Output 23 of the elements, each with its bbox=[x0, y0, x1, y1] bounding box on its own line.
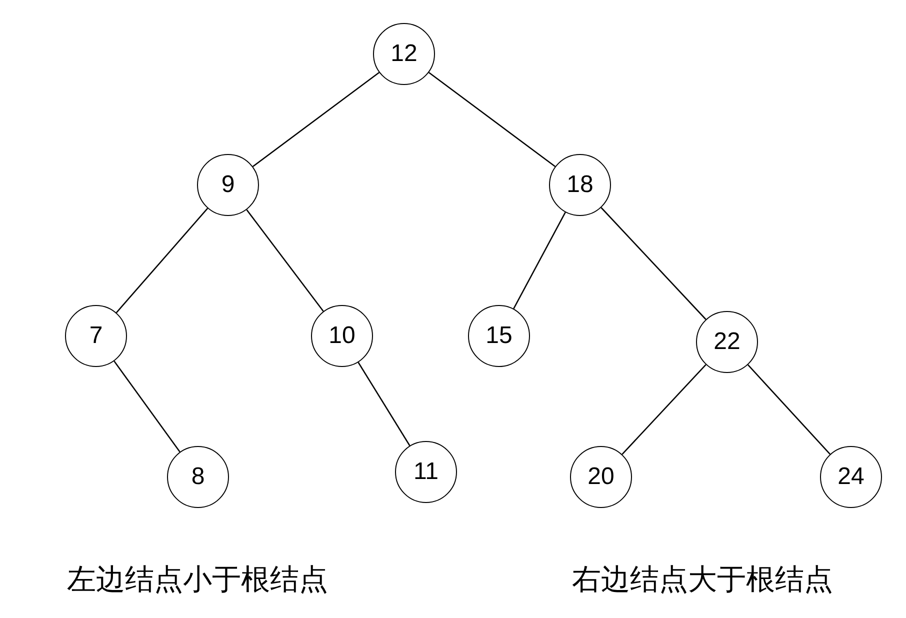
tree-edge bbox=[513, 212, 566, 309]
tree-edge bbox=[252, 72, 380, 168]
tree-node-circle: 12 bbox=[373, 23, 435, 85]
caption-text: 左边结点小于根结点 bbox=[67, 561, 328, 598]
tree-edge bbox=[428, 72, 556, 168]
tree-edge bbox=[748, 364, 830, 455]
tree-node-circle: 24 bbox=[820, 446, 882, 508]
tree-edge bbox=[246, 209, 324, 312]
tree-node-circle: 20 bbox=[570, 446, 632, 508]
tree-edge bbox=[114, 360, 180, 452]
tree-node-circle: 22 bbox=[696, 311, 758, 373]
tree-node-circle: 7 bbox=[65, 305, 127, 367]
tree-node-circle: 9 bbox=[197, 154, 259, 216]
tree-edge bbox=[622, 364, 706, 455]
tree-edge bbox=[358, 362, 410, 446]
tree-node-circle: 10 bbox=[311, 305, 373, 367]
tree-edge bbox=[116, 208, 208, 314]
tree-node-circle: 11 bbox=[395, 441, 457, 503]
tree-edge bbox=[600, 207, 706, 320]
tree-node-circle: 15 bbox=[468, 305, 530, 367]
caption-text: 右边结点大于根结点 bbox=[572, 561, 833, 598]
tree-node-circle: 18 bbox=[549, 154, 611, 216]
tree-node-circle: 8 bbox=[167, 446, 229, 508]
